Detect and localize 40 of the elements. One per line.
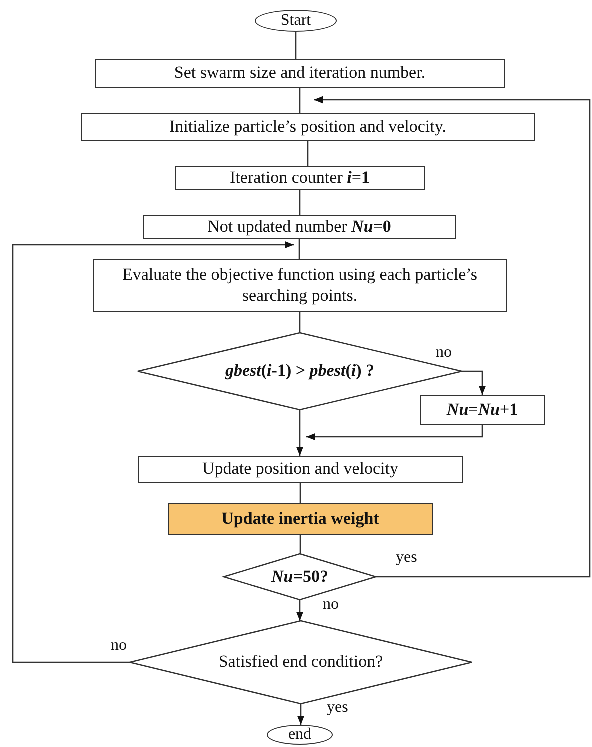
node-text: Update position and velocity [202, 459, 398, 480]
process-box [138, 456, 463, 483]
arrow [306, 425, 484, 441]
terminal-oval [267, 725, 333, 745]
process-box [81, 113, 535, 141]
connector-line [300, 535, 302, 554]
process-box [420, 395, 545, 425]
arrow [12, 241, 294, 664]
process-box [168, 503, 433, 535]
process-box [143, 215, 456, 239]
arrow [296, 600, 304, 621]
node-text: Set swarm size and iteration number. [174, 63, 426, 84]
node-text: gbest(i-1) > pbest(i) ? [225, 361, 375, 382]
node-text: Evaluate the objective function using each particle’s searching points. [122, 265, 478, 306]
node-text: Start [280, 11, 312, 31]
connector-line [298, 239, 300, 259]
node-text: Nu=Nu+1 [446, 400, 518, 420]
decision-diamond [130, 621, 472, 704]
node-text: Satisfied end condition? [218, 652, 384, 673]
connector-line [299, 190, 301, 215]
node-text: Nu=50? [272, 566, 328, 588]
process-box [95, 59, 505, 88]
connector-line [299, 88, 301, 113]
node-text: Iteration counter i=1 [230, 168, 370, 188]
arrow [296, 410, 304, 456]
node-text: Not updated number Nu=0 [208, 216, 392, 238]
terminal-oval [255, 10, 337, 32]
connector-line [307, 141, 309, 166]
process-box [175, 166, 425, 190]
node-text: Initialize particle’s position and velocity. [170, 116, 446, 138]
connector-line [299, 312, 301, 333]
connector-line [300, 483, 302, 503]
process-box [93, 259, 507, 312]
connector-line [295, 32, 297, 59]
arrow [314, 96, 591, 578]
decision-diamond [224, 554, 376, 600]
node-text: Update inertia weight [222, 508, 380, 530]
arrow [297, 704, 305, 725]
arrow [462, 370, 486, 395]
node-text: end [288, 725, 312, 745]
